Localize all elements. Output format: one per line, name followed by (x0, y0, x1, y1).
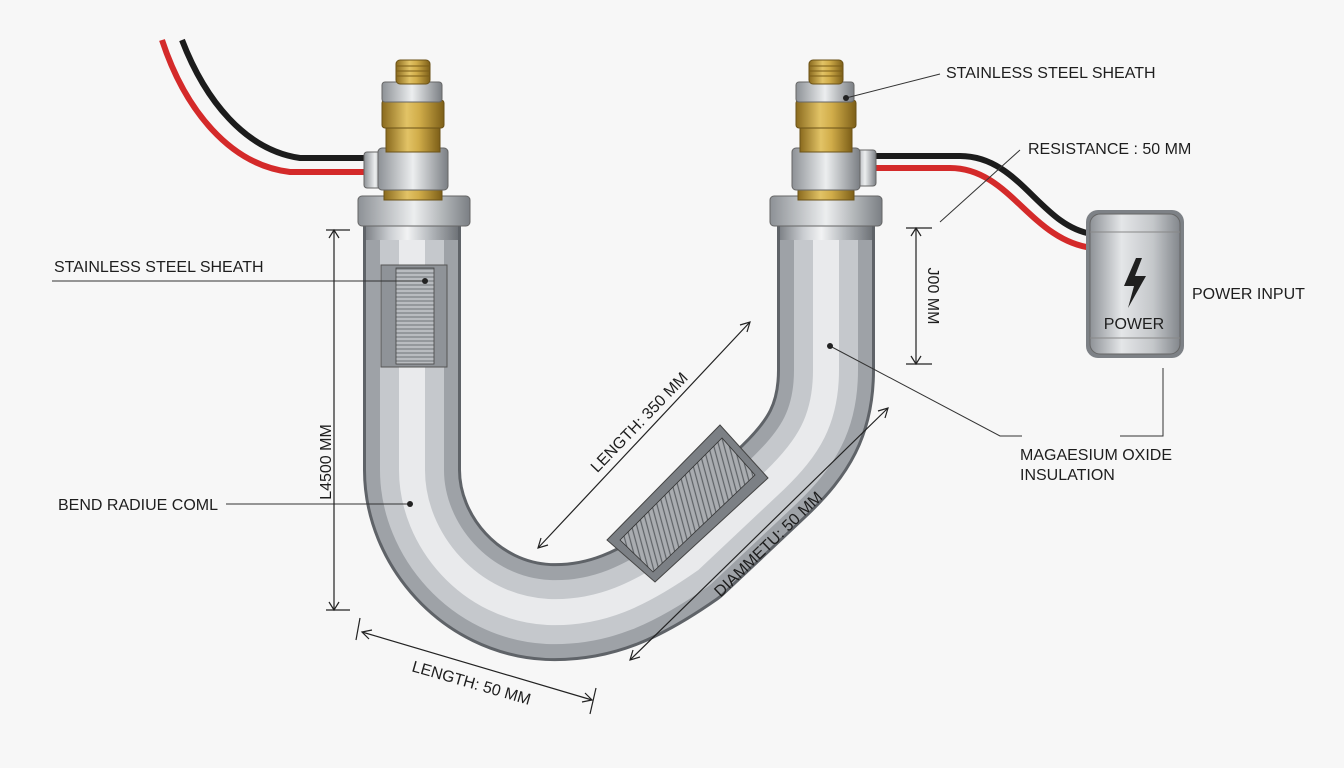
right-terminal (769, 59, 883, 227)
sheath-label-left: STAINLESS STEEL SHEATH (54, 259, 264, 276)
resistance-label: RESISTANCE : 50 MM (1028, 141, 1191, 158)
dim-length-bottom-label: LENGTH: 50 MM (410, 659, 533, 709)
dim-left-height-label: L4500 MM (318, 424, 335, 500)
power-box-label: POWER (1104, 316, 1164, 333)
right-wires (872, 153, 1093, 251)
insulation-label-line1: MAGAESIUM OXIDE (1020, 447, 1172, 464)
bend-radius-label: BEND RADIUE COML (58, 497, 218, 514)
lightning-bolt-icon (1124, 258, 1146, 308)
dim-right-height-label: J00 MM (924, 268, 941, 325)
power-input-label: POWER INPUT (1192, 286, 1305, 303)
left-terminal (357, 59, 471, 227)
leader-lines (52, 73, 1164, 507)
dimension-lines (326, 226, 932, 715)
diagonal-cutaway-coil (606, 424, 769, 583)
dim-length-diagonal-label: LENGTH: 350 MM (588, 370, 692, 476)
sheath-label-top: STAINLESS STEEL SHEATH (946, 65, 1156, 82)
insulation-label-line2: INSULATION (1020, 467, 1115, 484)
left-cutaway-coil (380, 264, 448, 368)
left-wires (159, 38, 368, 175)
power-box: POWER (1086, 210, 1184, 358)
